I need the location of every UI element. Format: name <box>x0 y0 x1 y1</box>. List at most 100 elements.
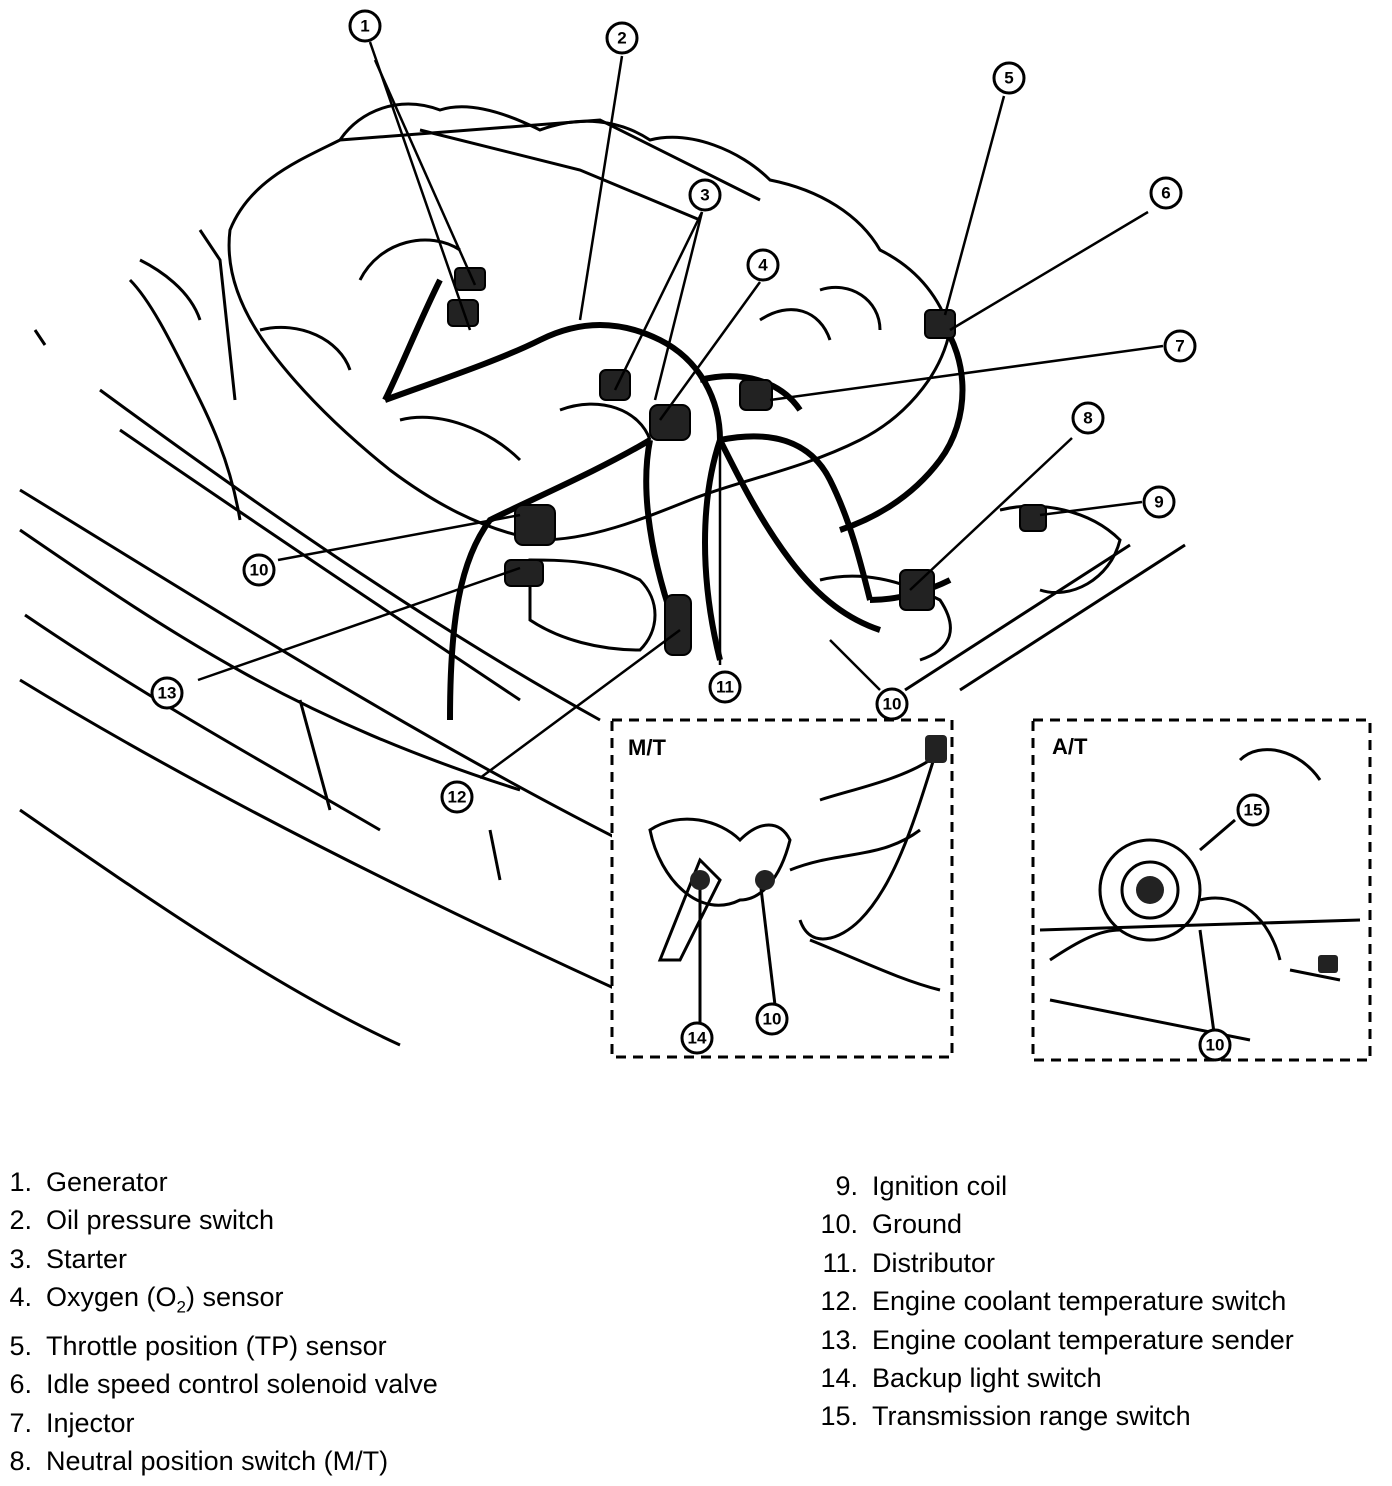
legend-item: 7. Injector <box>4 1404 438 1442</box>
svg-text:1: 1 <box>360 17 369 36</box>
legend-item: 5. Throttle position (TP) sensor <box>4 1327 438 1365</box>
svg-text:3: 3 <box>700 186 709 205</box>
legend-num: 3. <box>9 1243 32 1274</box>
svg-text:5: 5 <box>1004 69 1013 88</box>
legend-num: 5. <box>9 1331 32 1362</box>
legend-text: Engine coolant temperature switch <box>872 1286 1287 1317</box>
body-outline-lines <box>19 329 1186 1047</box>
coolant-sender-connector <box>504 559 544 587</box>
at-inset: A/T <box>1031 718 1372 1062</box>
callout-10-a: 10 <box>242 553 276 587</box>
legend-text: Distributor <box>872 1247 996 1278</box>
svg-text:9: 9 <box>1154 493 1163 512</box>
legend-item: 1. Generator <box>4 1163 438 1201</box>
legend-text: Idle speed control solenoid valve <box>46 1369 438 1400</box>
starter-connector <box>599 369 631 401</box>
callout-1: 1 <box>348 9 382 43</box>
svg-text:10: 10 <box>763 1010 782 1029</box>
callout-13: 13 <box>150 676 184 710</box>
legend-num: 12. <box>820 1286 858 1317</box>
legend-num: 9. <box>835 1171 858 1201</box>
legend-text: Oxygen (O2) sensor <box>46 1282 284 1317</box>
svg-text:13: 13 <box>158 684 177 703</box>
legend-item: 14. Backup light switch <box>818 1359 1294 1397</box>
legend-text: Injector <box>46 1407 135 1438</box>
legend-text: Transmission range switch <box>872 1401 1191 1432</box>
o2-sensor-connector <box>649 404 691 441</box>
legend-num: 1. <box>9 1167 32 1197</box>
legend-text: Generator <box>46 1167 168 1197</box>
svg-text:12: 12 <box>448 788 467 807</box>
engine-wiring-diagram: M/T A/T <box>19 9 1372 1062</box>
legend-item: 11. Distributor <box>818 1244 1294 1282</box>
svg-text:15: 15 <box>1244 801 1263 820</box>
svg-text:10: 10 <box>883 695 902 714</box>
callout-10-b: 10 <box>875 687 909 721</box>
legend-num: 10. <box>820 1209 858 1240</box>
tp-sensor-connector <box>924 309 956 339</box>
callout-4: 4 <box>746 248 780 282</box>
legend-item: 10. Ground <box>818 1205 1294 1243</box>
legend-item: 15. Transmission range switch <box>818 1397 1294 1435</box>
legend-num: 8. <box>9 1446 32 1477</box>
callout-10-d: 10 <box>1198 1028 1232 1062</box>
svg-text:11: 11 <box>716 678 734 697</box>
legend-item: 4. Oxygen (O2) sensor <box>4 1278 438 1327</box>
callout-9: 9 <box>1142 485 1176 519</box>
ignition-coil-connector <box>1019 504 1047 532</box>
legend-num: 15. <box>820 1401 858 1432</box>
injector-connector <box>739 379 773 411</box>
callout-11: 11 <box>708 670 742 704</box>
coolant-switch-connector <box>664 594 692 656</box>
callout-2: 2 <box>605 21 639 55</box>
svg-text:7: 7 <box>1175 337 1184 356</box>
legend-text: Engine coolant temperature sender <box>872 1324 1294 1355</box>
legend-num: 11. <box>822 1247 858 1278</box>
callout-6: 6 <box>1149 176 1183 210</box>
legend-text: Neutral position switch (M/T) <box>46 1446 389 1477</box>
legend-right: 9. Ignition coil 10. Ground 11. Distributor… <box>818 1167 1294 1436</box>
callout-10-c: 10 <box>755 1002 789 1036</box>
legend-num: 2. <box>9 1205 32 1236</box>
svg-text:6: 6 <box>1161 184 1170 203</box>
legend-text: Ignition coil <box>872 1171 1008 1201</box>
callout-12: 12 <box>440 780 474 814</box>
neutral-switch-connector <box>899 569 935 611</box>
ground-connector <box>514 504 556 546</box>
callout-3: 3 <box>688 178 722 212</box>
svg-text:2: 2 <box>617 29 626 48</box>
legend-num: 14. <box>820 1363 858 1394</box>
legend-text: Backup light switch <box>872 1363 1102 1394</box>
legend-num: 4. <box>9 1282 32 1313</box>
legend-left: 1. Generator 2. Oil pressure switch 3. Star… <box>4 1163 438 1481</box>
legend-text: Throttle position (TP) sensor <box>46 1331 387 1362</box>
legend-item: 12. Engine coolant temperature switch <box>818 1282 1294 1320</box>
callout-8: 8 <box>1071 401 1105 435</box>
legend-text: Starter <box>46 1243 128 1274</box>
legend-text: Ground <box>872 1209 963 1240</box>
svg-text:10: 10 <box>250 561 269 580</box>
leader-lines <box>197 41 1164 780</box>
callout-15: 15 <box>1236 793 1270 827</box>
legend-item: 3. Starter <box>4 1240 438 1278</box>
legend-num: 6. <box>9 1369 32 1400</box>
legend-num: 13. <box>820 1324 858 1355</box>
svg-text:8: 8 <box>1083 409 1092 428</box>
svg-text:4: 4 <box>758 256 768 275</box>
legend-item: 2. Oil pressure switch <box>4 1201 438 1239</box>
legend-item: 6. Idle speed control solenoid valve <box>4 1365 438 1403</box>
legend-item: 13. Engine coolant temperature sender <box>818 1321 1294 1359</box>
legend-item: 9. Ignition coil <box>818 1167 1294 1205</box>
legend-num: 7. <box>9 1407 32 1438</box>
engine-components <box>447 267 1047 656</box>
svg-text:10: 10 <box>1206 1036 1225 1055</box>
legend-item: 8. Neutral position switch (M/T) <box>4 1442 438 1480</box>
callout-14: 14 <box>680 1021 714 1055</box>
mt-inset-label: M/T <box>628 735 666 760</box>
callout-5: 5 <box>992 61 1026 95</box>
at-inset-label: A/T <box>1052 734 1088 759</box>
generator-connector <box>454 267 486 291</box>
legend-text: Oil pressure switch <box>46 1205 275 1236</box>
mt-inset: M/T <box>610 718 954 1059</box>
svg-text:14: 14 <box>688 1029 707 1048</box>
